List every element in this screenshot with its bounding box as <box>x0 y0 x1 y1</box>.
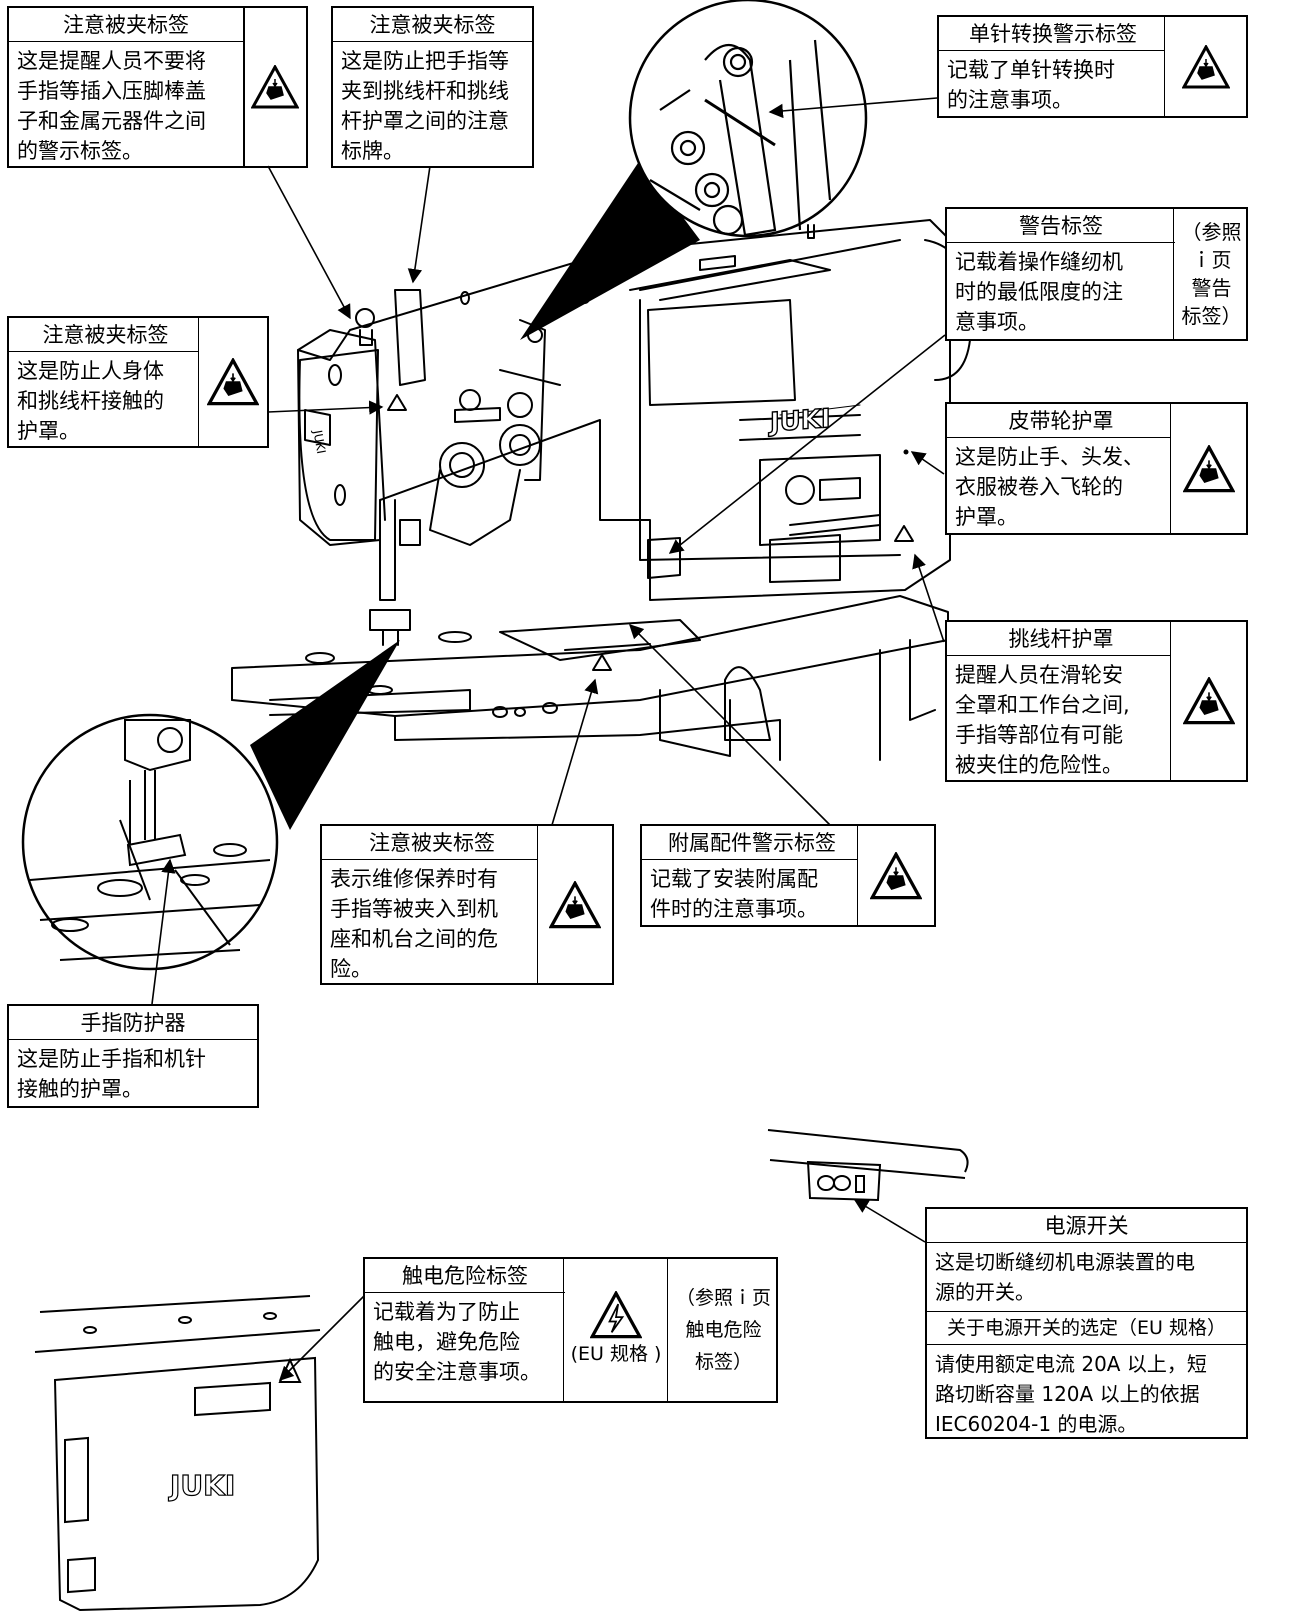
attachment-label: 附属配件警示标签 记载了安装附属配 件时的注意事项。 <box>640 824 936 927</box>
hand-pinch-warning-icon <box>1181 44 1230 88</box>
caution-body-label: 注意被夹标签 这是防止人身体 和挑线杆接触的 护罩。 <box>7 316 269 448</box>
text-line: 和挑线杆接触的 <box>17 389 164 413</box>
text-line: 的安全注意事项。 <box>373 1360 541 1384</box>
text-line: 标牌。 <box>341 139 404 163</box>
text-line: 记载了单针转换时 <box>947 58 1115 82</box>
text-line: 时的最低限度的注 <box>955 280 1123 304</box>
caution-bed-label: 注意被夹标签 表示维修保养时有 手指等被夹入到机 座和机台之间的危 险。 <box>320 824 614 985</box>
text-line: 这是防止手、头发、 <box>955 445 1144 469</box>
text-line: 衣服被卷入飞轮的 <box>955 475 1123 499</box>
single-needle-icon-cell <box>1164 17 1246 116</box>
eu-spec-text: (EU 规格 ) <box>570 1343 662 1365</box>
text-line: 路切断容量 120A 以上的依据 <box>935 1382 1200 1406</box>
hand-pinch-warning-icon <box>1182 677 1235 725</box>
takeup-cover-icon-cell <box>1170 622 1246 780</box>
belt-cover-label: 皮带轮护罩 这是防止手、头发、 衣服被卷入飞轮的 护罩。 <box>945 402 1248 535</box>
finger-guard-title: 手指防护器 <box>9 1006 257 1040</box>
text-line: 触电，避免危险 <box>373 1330 520 1354</box>
text-line: 这是防止把手指等 <box>341 49 509 73</box>
text-line: 记载着为了防止 <box>373 1300 520 1324</box>
takeup-cover-title: 挑线杆护罩 <box>947 622 1175 656</box>
text-line: 接触的护罩。 <box>17 1077 143 1101</box>
ref-line: 标签） <box>1181 304 1242 328</box>
takeup-cover-label: 挑线杆护罩 提醒人员在滑轮安 全罩和工作台之间, 手指等部位有可能 被夹住的危险… <box>945 620 1248 782</box>
caution-bed-icon-cell <box>537 826 612 983</box>
electric-label: 触电危险标签 记载着为了防止 触电，避免危险 的安全注意事项。 (EU 规格 )… <box>363 1257 778 1403</box>
belt-cover-icon-cell <box>1170 404 1246 533</box>
text-line: 被夹住的危险性。 <box>955 753 1123 777</box>
warning-ref-cell: （参照 ｉ页 警告 标签） <box>1173 209 1249 339</box>
power-switch-label: 电源开关 这是切断缝纫机电源装置的电 源的开关。 关于电源开关的选定（EU 规格… <box>925 1207 1248 1439</box>
attachment-title: 附属配件警示标签 <box>642 826 862 860</box>
ref-line: ｉ页 <box>1191 248 1232 272</box>
single-needle-label: 单针转换警示标签 记载了单针转换时 的注意事项。 <box>937 15 1248 118</box>
text-line: IEC60204-1 的电源。 <box>935 1412 1138 1436</box>
caution-presser-icon-cell <box>243 6 308 168</box>
caution-body-icon-cell <box>198 318 267 446</box>
text-line: 请使用额定电流 20A 以上，短 <box>935 1352 1207 1376</box>
power-switch-title: 电源开关 <box>927 1209 1246 1243</box>
juki-box-logo: JUKI <box>168 1469 235 1502</box>
caution-presser-label: 注意被夹标签 这是提醒人员不要将 手指等插入压脚棒盖 子和金属元器件之间 的警示… <box>7 6 245 168</box>
text-line: 这是提醒人员不要将 <box>17 49 206 73</box>
text-line: 夹到挑线杆和挑线 <box>341 79 509 103</box>
text-line: 记载着操作缝纫机 <box>955 250 1123 274</box>
hand-pinch-warning-icon <box>870 851 922 899</box>
text-line: 这是防止手指和机针 <box>17 1047 206 1071</box>
text-line: 表示维修保养时有 <box>330 867 498 891</box>
caution-presser-title: 注意被夹标签 <box>9 8 243 42</box>
text-line: 全罩和工作台之间, <box>955 693 1130 717</box>
hand-pinch-warning-icon <box>549 880 601 928</box>
caution-bed-title: 注意被夹标签 <box>322 826 542 860</box>
text-line: 意事项。 <box>955 310 1039 334</box>
high-voltage-warning-icon <box>590 1291 642 1339</box>
hand-pinch-warning-icon <box>251 65 299 109</box>
text-line: 提醒人员在滑轮安 <box>955 663 1123 687</box>
caution-takeup-label: 注意被夹标签 这是防止把手指等 夹到挑线杆和挑线 杆护罩之间的注意 标牌。 <box>331 6 534 168</box>
electric-ref-cell: （参照ｉ页 触电危险 标签） <box>667 1259 779 1401</box>
text-line: 手指等部位有可能 <box>955 723 1123 747</box>
caution-takeup-title: 注意被夹标签 <box>333 8 532 42</box>
ref-line: （参照 <box>1181 220 1242 244</box>
ref-line: 触电危险 <box>685 1319 762 1341</box>
electric-title: 触电危险标签 <box>365 1259 565 1293</box>
finger-guard-label: 手指防护器 这是防止手指和机针 接触的护罩。 <box>7 1004 259 1108</box>
power-switch-subtitle: 关于电源开关的选定（EU 规格） <box>927 1311 1246 1344</box>
belt-cover-title: 皮带轮护罩 <box>947 404 1175 438</box>
ref-line: 警告 <box>1191 276 1232 300</box>
text-line: 记载了安装附属配 <box>650 867 818 891</box>
text-line: 手指等被夹入到机 <box>330 897 498 921</box>
attachment-icon-cell <box>857 826 934 925</box>
caution-body-title: 注意被夹标签 <box>9 318 202 352</box>
text-line: 护罩。 <box>955 505 1018 529</box>
text-line: 的注意事项。 <box>947 88 1073 112</box>
electric-icon-cell: (EU 规格 ) <box>563 1259 668 1401</box>
single-needle-title: 单针转换警示标签 <box>939 17 1167 51</box>
warning-title: 警告标签 <box>947 209 1175 243</box>
text-line: 子和金属元器件之间 <box>17 109 206 133</box>
text-line: 这是切断缝纫机电源装置的电 <box>935 1250 1195 1274</box>
text-line: 源的开关。 <box>935 1280 1035 1304</box>
text-line: 座和机台之间的危 <box>330 927 498 951</box>
text-line: 这是防止人身体 <box>17 359 164 383</box>
hand-pinch-warning-icon <box>1182 444 1235 492</box>
warning-label: 警告标签 记载着操作缝纫机 时的最低限度的注 意事项。 （参照 ｉ页 警告 标签… <box>945 207 1248 341</box>
ref-line: （参照ｉ页 <box>675 1287 771 1309</box>
text-line: 手指等插入压脚棒盖 <box>17 79 206 103</box>
hand-pinch-warning-icon <box>207 358 259 406</box>
ref-line: 标签） <box>694 1351 752 1373</box>
text-line: 险。 <box>330 957 372 981</box>
text-line: 的警示标签。 <box>17 139 143 163</box>
juki-logo: JUKI <box>768 404 831 438</box>
text-line: 护罩。 <box>17 419 80 443</box>
text-line: 杆护罩之间的注意 <box>341 109 509 133</box>
juki-faceplate-logo: JUKI <box>310 428 328 455</box>
text-line: 件时的注意事项。 <box>650 897 818 921</box>
